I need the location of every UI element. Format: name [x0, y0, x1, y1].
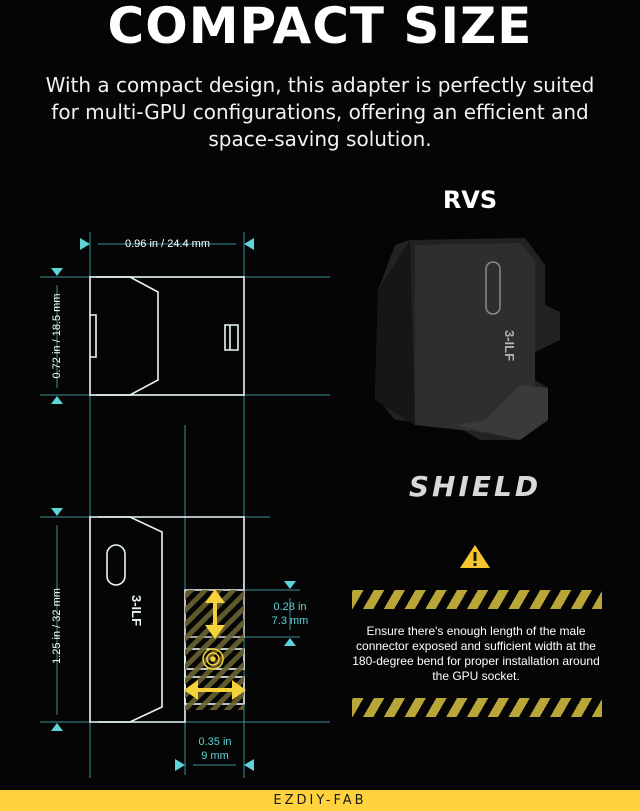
page-title: COMPACT SIZE: [107, 0, 533, 55]
page-description: With a compact design, this adapter is p…: [45, 73, 595, 151]
dimension-gap-vertical: 0.28 in 7.3 mm: [262, 600, 318, 628]
drawing-logo: 3-ILF: [129, 595, 144, 626]
dimension-width: 0.96 in / 24.4 mm: [125, 238, 210, 250]
warning-stripe-bottom: [352, 698, 602, 717]
warning-stripe-top: [352, 590, 602, 609]
product-render: 3-ILF: [375, 238, 560, 440]
warning-text: Ensure there's enough length of the male…: [352, 624, 600, 683]
product-brand: SHIELD: [408, 470, 542, 503]
gap-horizontal-in: 0.35 in: [198, 736, 232, 748]
footer-brand: EZDIY-FAB: [0, 790, 640, 811]
gap-horizontal-mm: 9 mm: [201, 750, 229, 762]
dimension-height-bottom: 1.25 in / 32 mm: [51, 588, 63, 664]
target-icon: [202, 648, 224, 670]
gap-vertical-mm: 7.3 mm: [271, 615, 309, 627]
product-model: RVS: [442, 186, 498, 214]
warning-icon: [460, 545, 490, 568]
dimension-height-top: 0.72 in / 18.5 mm: [51, 293, 63, 379]
dimension-gap-horizontal: 0.35 in 9 mm: [186, 735, 244, 763]
product-logo-render: 3-ILF: [502, 330, 517, 361]
gap-vertical-in: 0.28 in: [273, 601, 307, 613]
